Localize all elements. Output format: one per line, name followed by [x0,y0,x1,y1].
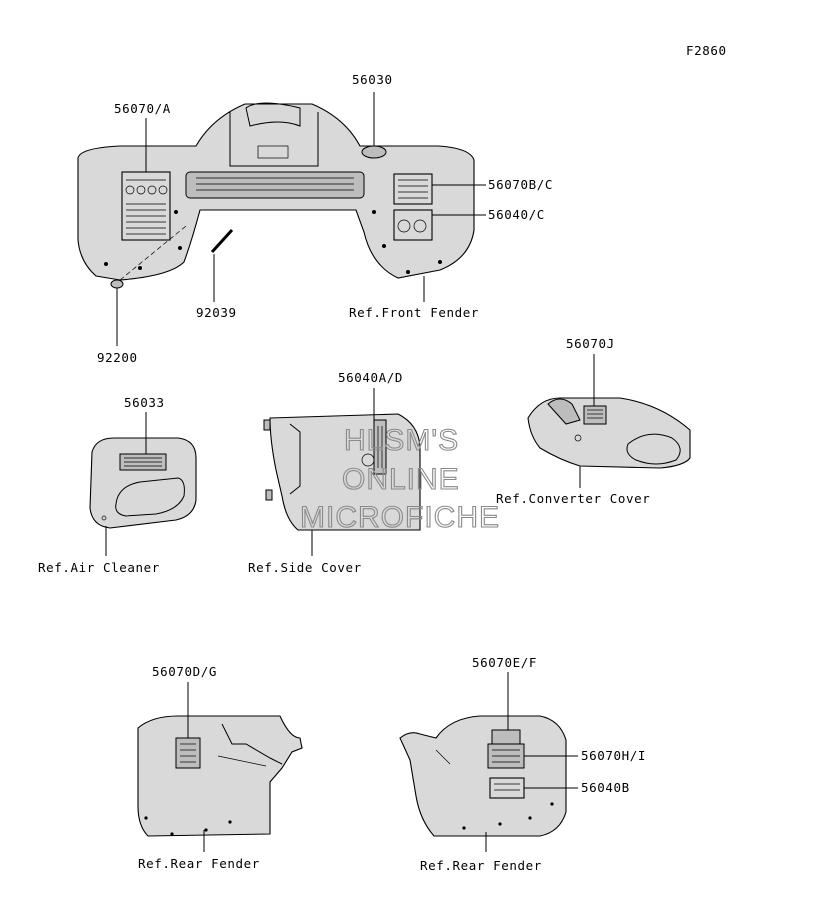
label-92039: 92039 [196,305,237,320]
label-56070b-c: 56070B/C [488,177,553,192]
label-56070-a: 56070/A [114,101,171,116]
figure-code: F2860 [686,43,727,58]
side-cover [263,413,421,531]
label-56070d-g: 56070D/G [152,664,217,679]
watermark-line-3: MICROFICHE [300,501,500,534]
label-56070j: 56070J [566,336,615,351]
label-56070h-i: 56070H/I [581,748,646,763]
label-ref-converter-cover: Ref.Converter Cover [496,491,650,506]
converter-cover [527,397,691,469]
label-ref-rear-fender-left: Ref.Rear Fender [138,856,260,871]
label-56030: 56030 [352,72,393,87]
label-ref-rear-fender-right: Ref.Rear Fender [420,858,542,873]
label-56070e-f: 56070E/F [472,655,537,670]
label-56033: 56033 [124,395,165,410]
label-ref-side-cover: Ref.Side Cover [248,560,362,575]
label-ref-air-cleaner: Ref.Air Cleaner [38,560,160,575]
rear-fender-left [137,715,303,837]
label-ref-front-fender: Ref.Front Fender [349,305,479,320]
label-56040b: 56040B [581,780,630,795]
leader-lines [105,92,595,852]
label-56040-c: 56040/C [488,207,545,222]
label-92200: 92200 [97,350,138,365]
front-fender [77,102,475,289]
rear-fender-right [399,715,567,837]
label-56040a-d: 56040A/D [338,370,403,385]
watermark-line-2: ONLINE [342,463,460,496]
watermark: HLSM'S ONLINE MICROFICHE [299,423,500,534]
watermark-line-1: HLSM'S [344,424,459,457]
air-cleaner [89,437,197,529]
part-labels: F2860 56030 56070/A 56070B/C 56040/C 920… [38,43,727,873]
